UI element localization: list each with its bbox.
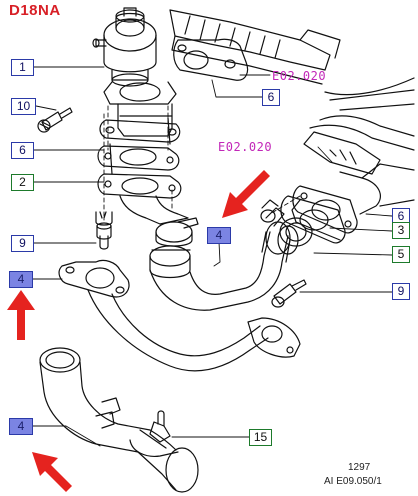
red-arrow-1 [222,170,270,218]
callout-4-middle: 4 [207,227,231,244]
red-arrow-3 [32,452,72,492]
callout-9-left: 9 [11,235,34,252]
bolt-10 [37,107,73,133]
callout-5: 5 [392,246,410,263]
red-arrows [7,170,270,492]
alignment-lines [103,105,301,221]
callout-1: 1 [11,59,34,76]
pipe-lower [58,259,301,372]
gaskets-left [97,117,182,199]
bolt-9-left [95,211,113,250]
callout-4-bottom: 4 [9,418,33,435]
callout-3: 3 [392,222,410,239]
valve-flange [99,81,181,143]
callout-6-upper: 6 [262,89,280,106]
pipe-bottom [39,347,199,493]
callout-9-right: 9 [392,283,410,300]
callout-4-left: 4 [9,271,33,288]
footer-reference: AI E09.050/1 [324,476,382,487]
callout-15: 15 [249,429,272,446]
red-arrow-2 [7,290,35,340]
engine-code-title: D18NA [9,2,61,19]
bolt-9-right [271,279,307,308]
callout-6-left: 6 [11,142,34,159]
pipe-upper [119,195,199,279]
callout-10: 10 [11,98,36,115]
reference-e02-020-right: E02.020 [218,140,273,154]
manifold-right [279,77,415,247]
bolt-15 [149,410,171,443]
manifold-housing [169,9,341,85]
callout-2: 2 [11,174,34,191]
reference-e02-020-upper: E02.020 [272,69,327,83]
egr-valve [92,7,157,87]
leader-lines [32,66,396,447]
footer-code: 1297 [348,462,371,473]
